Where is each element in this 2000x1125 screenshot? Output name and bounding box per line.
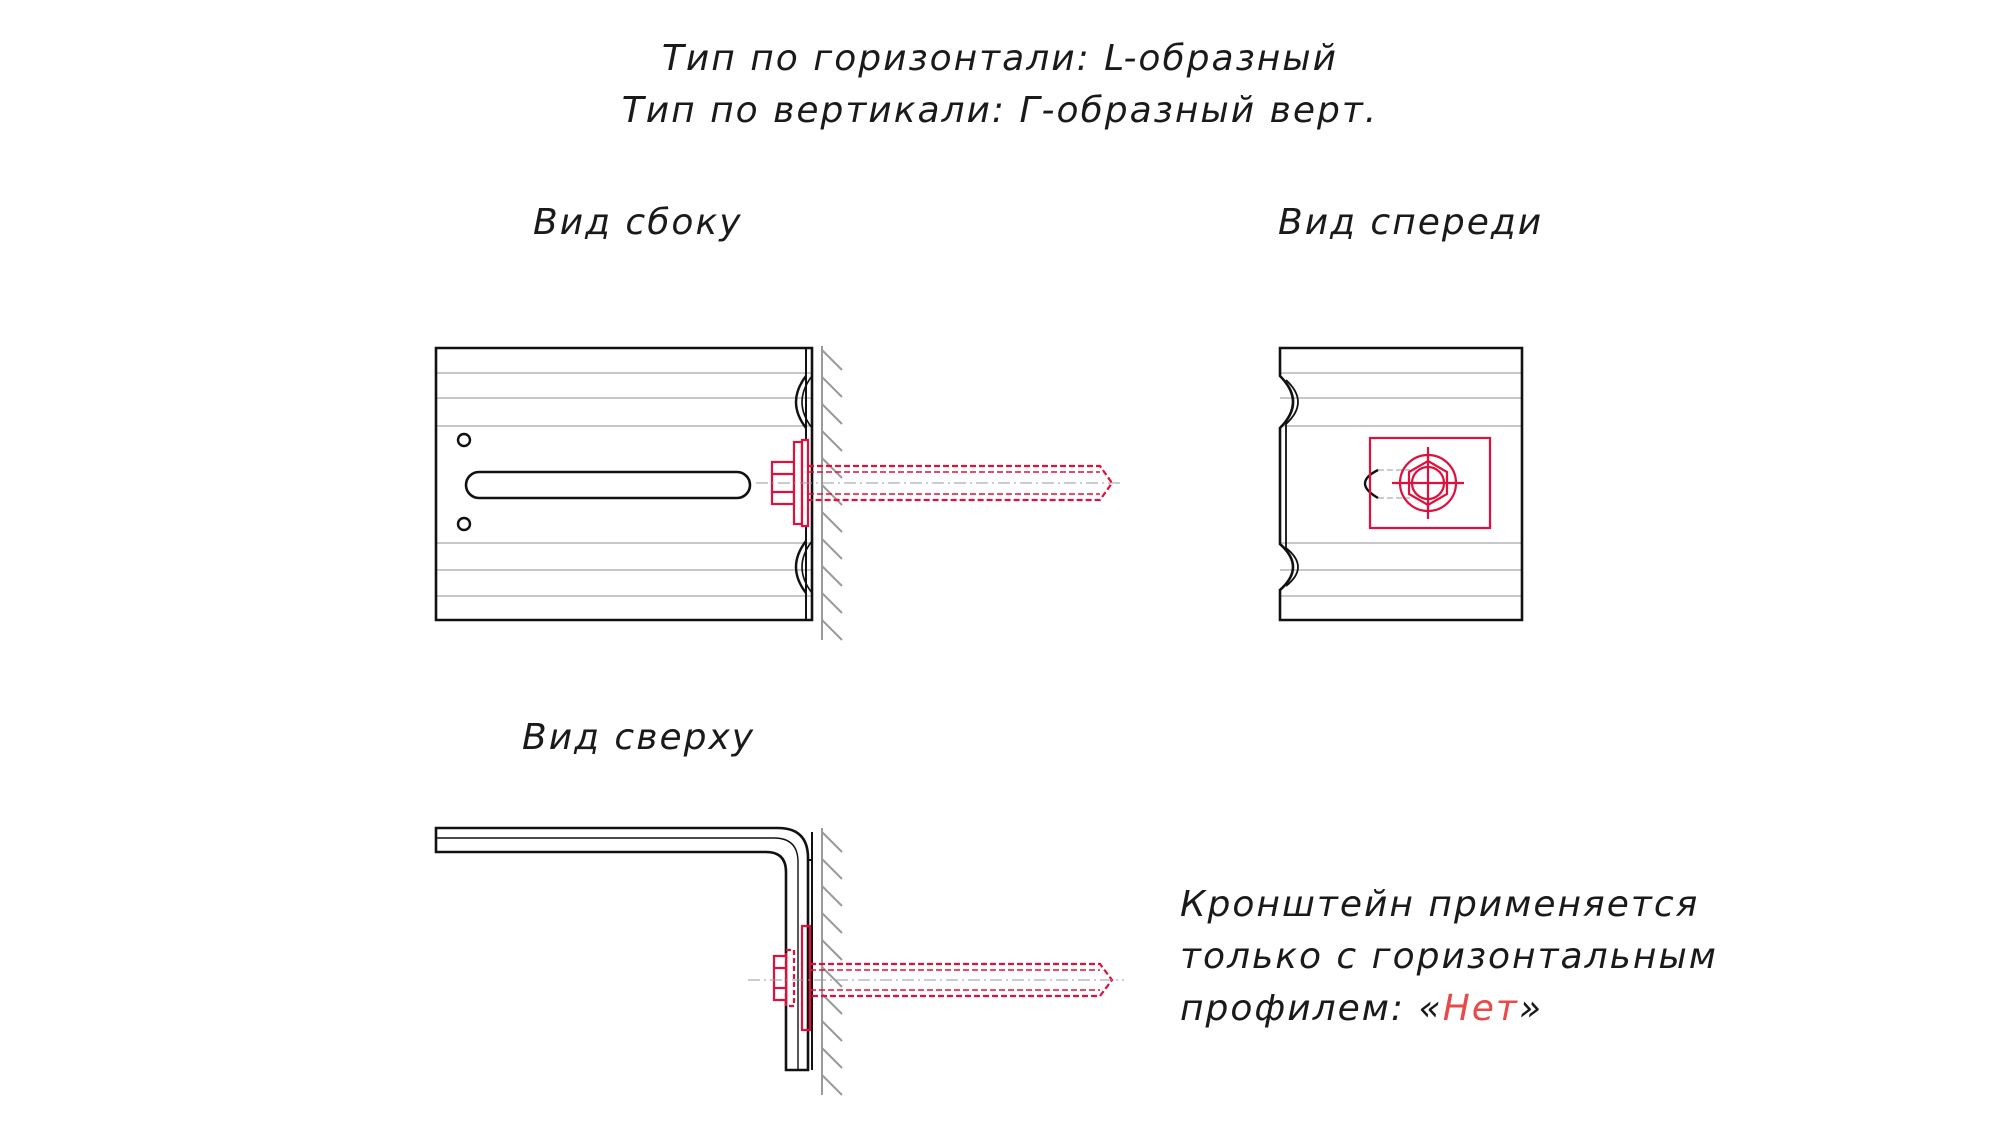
note-suffix: »: [1518, 988, 1544, 1029]
side-wall-hatch: [821, 346, 843, 641]
front-view: [1278, 346, 1524, 622]
side-ribs: [436, 372, 812, 597]
front-view-title: Вид спереди: [1278, 202, 1544, 243]
front-slot-end: [1363, 468, 1379, 500]
note-profile-value: Нет: [1442, 988, 1519, 1029]
front-anchor-bolt: [1368, 436, 1492, 530]
note-prefix: профилем: «: [1180, 988, 1443, 1029]
header-type-horizontal: Тип по горизонтали: L-образный: [661, 38, 1339, 79]
side-bend-bottom: [794, 540, 807, 594]
note-line-3: профилем: «Нет»: [1180, 988, 1543, 1029]
top-view-title: Вид сверху: [522, 717, 756, 758]
side-bracket-outline: [434, 346, 814, 622]
side-hole-top: [456, 432, 472, 448]
side-hole-bottom: [456, 516, 472, 532]
front-ribs: [1280, 372, 1522, 597]
header-type-vertical: Тип по вертикали: Г-образный верт.: [621, 90, 1379, 131]
side-slot: [464, 470, 752, 500]
note-line-1: Кронштейн применяется: [1180, 884, 1700, 925]
side-view-title: Вид сбоку: [533, 202, 743, 243]
top-bracket-profile: [434, 826, 810, 1072]
top-view: [434, 826, 1124, 1096]
top-wall-hatch: [821, 828, 843, 1096]
side-view: [434, 346, 1124, 641]
note-line-2: только с горизонтальным: [1180, 936, 1718, 977]
front-bracket-outline: [1278, 346, 1524, 622]
side-bend-top: [794, 375, 807, 429]
